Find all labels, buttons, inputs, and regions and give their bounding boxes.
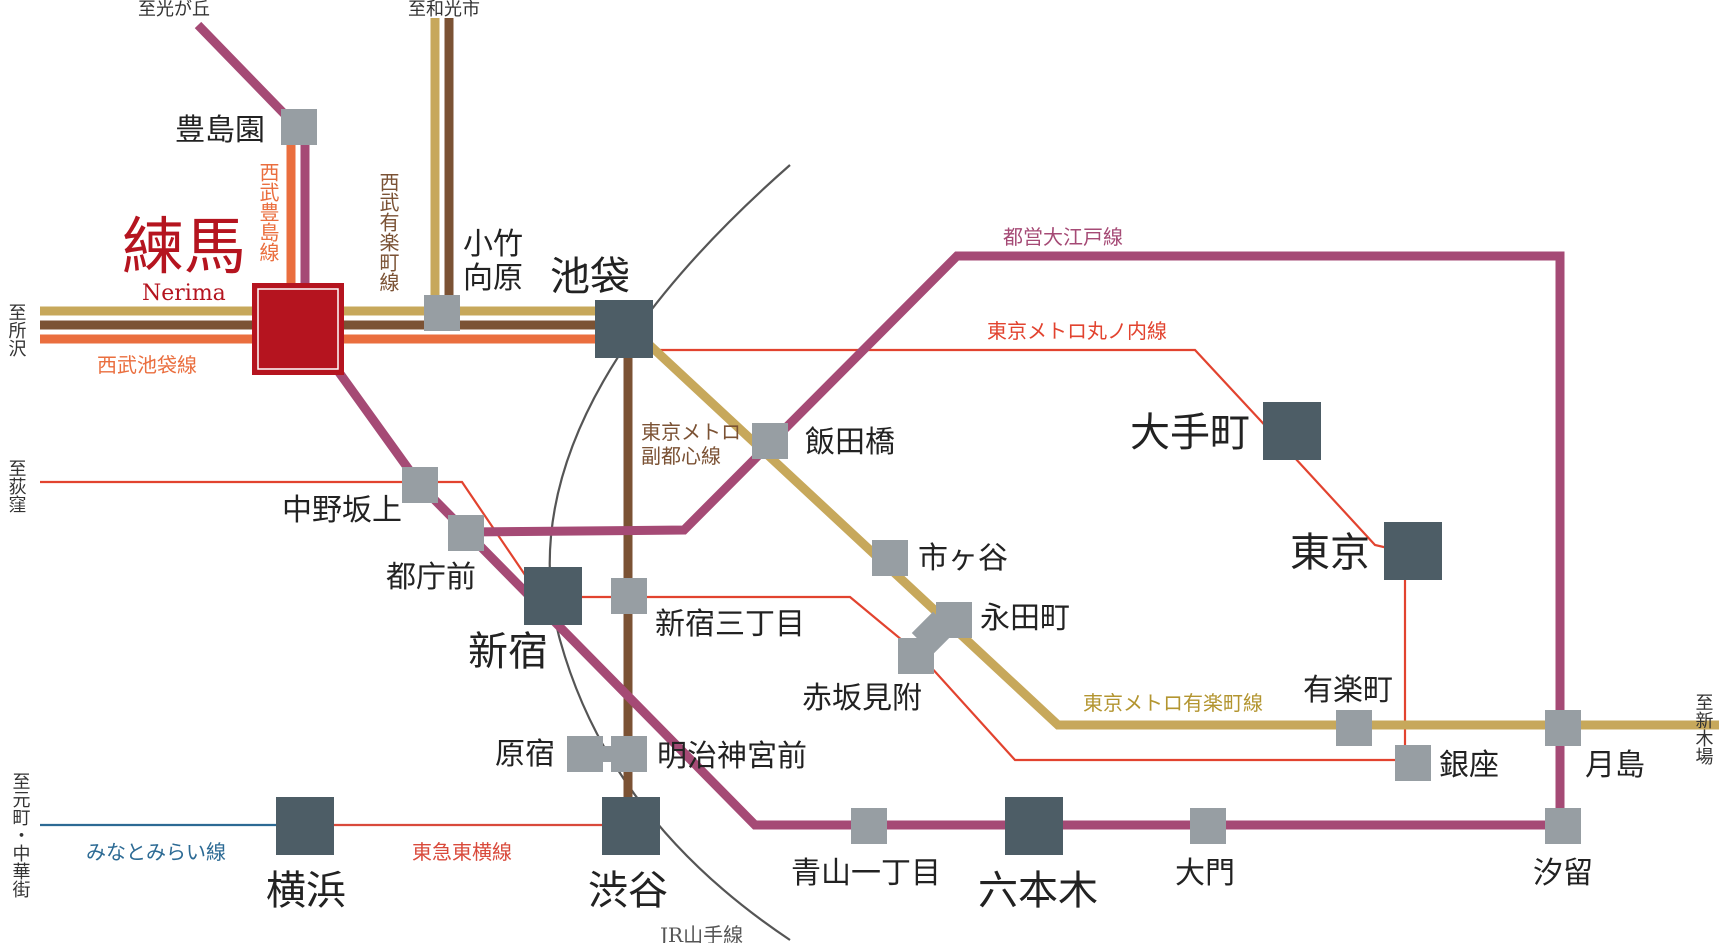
direction-label-wakoshi: 至和光市 (408, 0, 480, 20)
line-label-seibu-toshima: 西武豊島線 (256, 162, 280, 262)
direction-label-ogikubo: 至荻窪 (6, 459, 27, 513)
station-label-shinjuku3: 新宿三丁目 (655, 607, 805, 642)
station-marker-toshimaen[interactable] (281, 109, 317, 145)
line-label-fukutoshin-2: 副都心線 (641, 444, 721, 468)
station-marker-shinjuku3[interactable] (611, 578, 647, 614)
station-marker-otemachi[interactable] (1263, 402, 1321, 460)
station-marker-nakanosakaue[interactable] (402, 467, 438, 503)
station-marker-shibuya[interactable] (602, 797, 660, 855)
line-label-fukutoshin: 東京メトロ (641, 420, 741, 444)
station-label-nakanosakaue: 中野坂上 (282, 493, 402, 528)
station-marker-nerima-inner (257, 288, 339, 370)
station-label-ichigaya: 市ヶ谷 (918, 541, 1008, 576)
station-label-yokohama: 横浜 (266, 868, 346, 914)
line-label-seibu-yurakucho: 西武有楽町線 (376, 172, 400, 292)
direction-label-motomachi: 至元町・中華街 (10, 772, 31, 898)
station-marker-roppongi[interactable] (1005, 797, 1063, 855)
station-marker-ichigaya[interactable] (872, 540, 908, 576)
marunouchi-line (40, 348, 1410, 762)
line-label-tokyu-toyoko: 東急東横線 (412, 840, 512, 864)
station-label-ikebukuro: 池袋 (550, 254, 630, 300)
station-marker-yurakucho[interactable] (1336, 710, 1372, 746)
line-label-marunouchi: 東京メトロ丸ノ内線 (987, 319, 1167, 343)
station-marker-shiodome[interactable] (1545, 808, 1581, 844)
station-marker-daimon[interactable] (1190, 808, 1226, 844)
line-label-oedo: 都営大江戸線 (1003, 225, 1123, 249)
station-label-tokyo: 東京 (1290, 530, 1370, 576)
station-label-akasakamitsuke: 赤坂見附 (802, 681, 922, 716)
station-marker-tsukishima[interactable] (1545, 710, 1581, 746)
station-label-shiodome: 汐留 (1533, 856, 1593, 891)
station-label-nagatacho: 永田町 (980, 601, 1070, 636)
stations-layer (281, 109, 1581, 844)
line-label-seibu-ikebukuro: 西武池袋線 (97, 353, 197, 377)
station-label-meijijingumae: 明治神宮前 (657, 739, 807, 774)
station-marker-kotake[interactable] (424, 295, 460, 331)
station-marker-tochomae[interactable] (448, 515, 484, 551)
station-label-iidabashi: 飯田橋 (805, 425, 895, 460)
station-label-shinjuku: 新宿 (468, 629, 548, 675)
station-label-kotake: 小竹 (463, 227, 523, 262)
station-label-otemachi: 大手町 (1130, 410, 1250, 456)
station-label-harajuku: 原宿 (495, 737, 555, 772)
station-label-tochomae: 都庁前 (386, 560, 476, 595)
station-label-tsukishima: 月島 (1585, 748, 1645, 783)
station-label-kotake-2: 向原 (463, 261, 523, 296)
station-label-yurakucho: 有楽町 (1303, 673, 1393, 708)
station-label-aoyama1: 青山一丁目 (791, 856, 941, 891)
station-marker-ikebukuro[interactable] (595, 300, 653, 358)
station-link-harajuku-meiji (595, 746, 619, 762)
direction-label-tokorozawa: 至所沢 (6, 303, 27, 357)
station-label-toshimaen: 豊島園 (175, 113, 265, 148)
line-label-yamanote: JR山手線 (658, 923, 743, 943)
line-label-minatomirai: みなとみらい線 (86, 840, 226, 864)
station-marker-shinjuku[interactable] (524, 567, 582, 625)
station-marker-tokyo[interactable] (1384, 522, 1442, 580)
fukutoshin-line (444, 18, 633, 825)
station-marker-aoyama1[interactable] (851, 808, 887, 844)
station-label-shibuya: 渋谷 (588, 868, 668, 914)
station-label-ginza: 銀座 (1439, 748, 1499, 783)
line-label-yurakucho: 東京メトロ有楽町線 (1083, 691, 1263, 715)
station-marker-ginza[interactable] (1395, 745, 1431, 781)
station-label-nerima: 練馬 (122, 210, 246, 283)
station-marker-nerima[interactable] (252, 283, 344, 375)
station-marker-yokohama[interactable] (276, 797, 334, 855)
station-label-daimon: 大門 (1175, 856, 1235, 891)
station-marker-iidabashi[interactable] (752, 423, 788, 459)
station-label-nerima-en: Nerima (142, 281, 226, 306)
direction-label-shinkiba: 至新木場 (1693, 693, 1714, 766)
direction-label-hikarigaoka: 至光が丘 (138, 0, 210, 20)
major-stations-layer (276, 300, 1442, 855)
station-label-roppongi: 六本木 (978, 868, 1098, 914)
